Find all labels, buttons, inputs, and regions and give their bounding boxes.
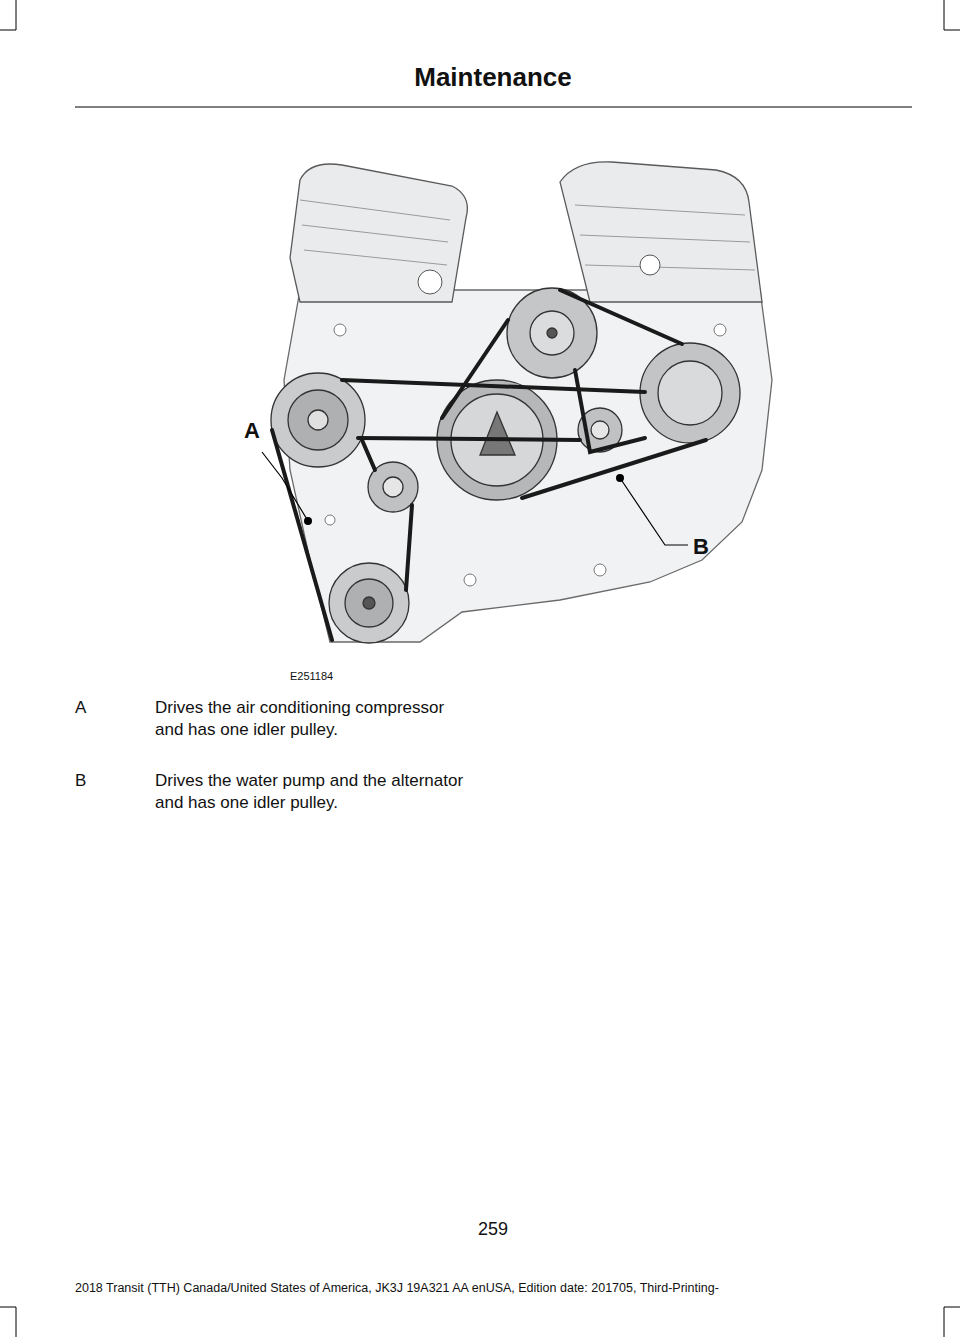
bolt [334, 324, 346, 336]
leader-line [620, 478, 688, 545]
belt-a [362, 440, 375, 470]
belt-a [272, 430, 332, 640]
leader-dot [616, 474, 624, 482]
bolt [325, 515, 335, 525]
crop-mark [0, 0, 16, 30]
pulley-hub [345, 579, 393, 627]
bolt-hole [418, 270, 442, 294]
bolt [714, 324, 726, 336]
belt-a [342, 380, 645, 392]
belt-a [406, 505, 412, 590]
idler-hub [383, 477, 403, 497]
cover-ribs [300, 200, 450, 265]
ac-compressor-pulley [271, 373, 365, 467]
alternator [640, 343, 740, 443]
leader-lines [262, 452, 688, 545]
belt-a [358, 438, 580, 440]
pulley-hub [288, 390, 348, 450]
list-letter: A [75, 697, 86, 719]
list-text: Drives the air conditioning compressor a… [155, 697, 470, 741]
pulley-center [363, 597, 375, 609]
pulley-center [308, 410, 328, 430]
belt-b [522, 440, 706, 498]
bolt-hole [640, 255, 660, 275]
header-rule [75, 107, 912, 108]
callout-letter: B [693, 532, 709, 561]
pulley-hub [530, 311, 574, 355]
page-heading: Maintenance [0, 62, 960, 93]
figure-code: E251184 [290, 669, 333, 683]
callout-letter: A [244, 416, 260, 445]
belt-b [442, 320, 508, 418]
idler-hub [591, 421, 609, 439]
belt-b [575, 370, 645, 452]
leader-line [262, 452, 308, 521]
crop-mark [0, 1307, 16, 1337]
crop-mark [944, 1307, 960, 1337]
bolt [464, 574, 476, 586]
bolt [594, 564, 606, 576]
pulleys [271, 288, 740, 643]
pulley-center [547, 328, 557, 338]
lower-pulley [329, 563, 409, 643]
cam-cover [560, 162, 762, 302]
crop-mark [944, 0, 960, 30]
drive-belts [272, 290, 706, 640]
cover-ribs [575, 205, 755, 270]
footer-text: 2018 Transit (TTH) Canada/United States … [75, 1280, 925, 1296]
alternator-face [658, 361, 722, 425]
page-number: 259 [0, 1218, 960, 1241]
list-text: Drives the water pump and the alternator… [155, 770, 470, 814]
crank-hub [480, 412, 515, 455]
list-letter: B [75, 770, 86, 792]
belt-b [560, 290, 682, 344]
engine-illustration [262, 162, 772, 643]
cam-cover [290, 164, 467, 302]
leader-dot [304, 517, 312, 525]
